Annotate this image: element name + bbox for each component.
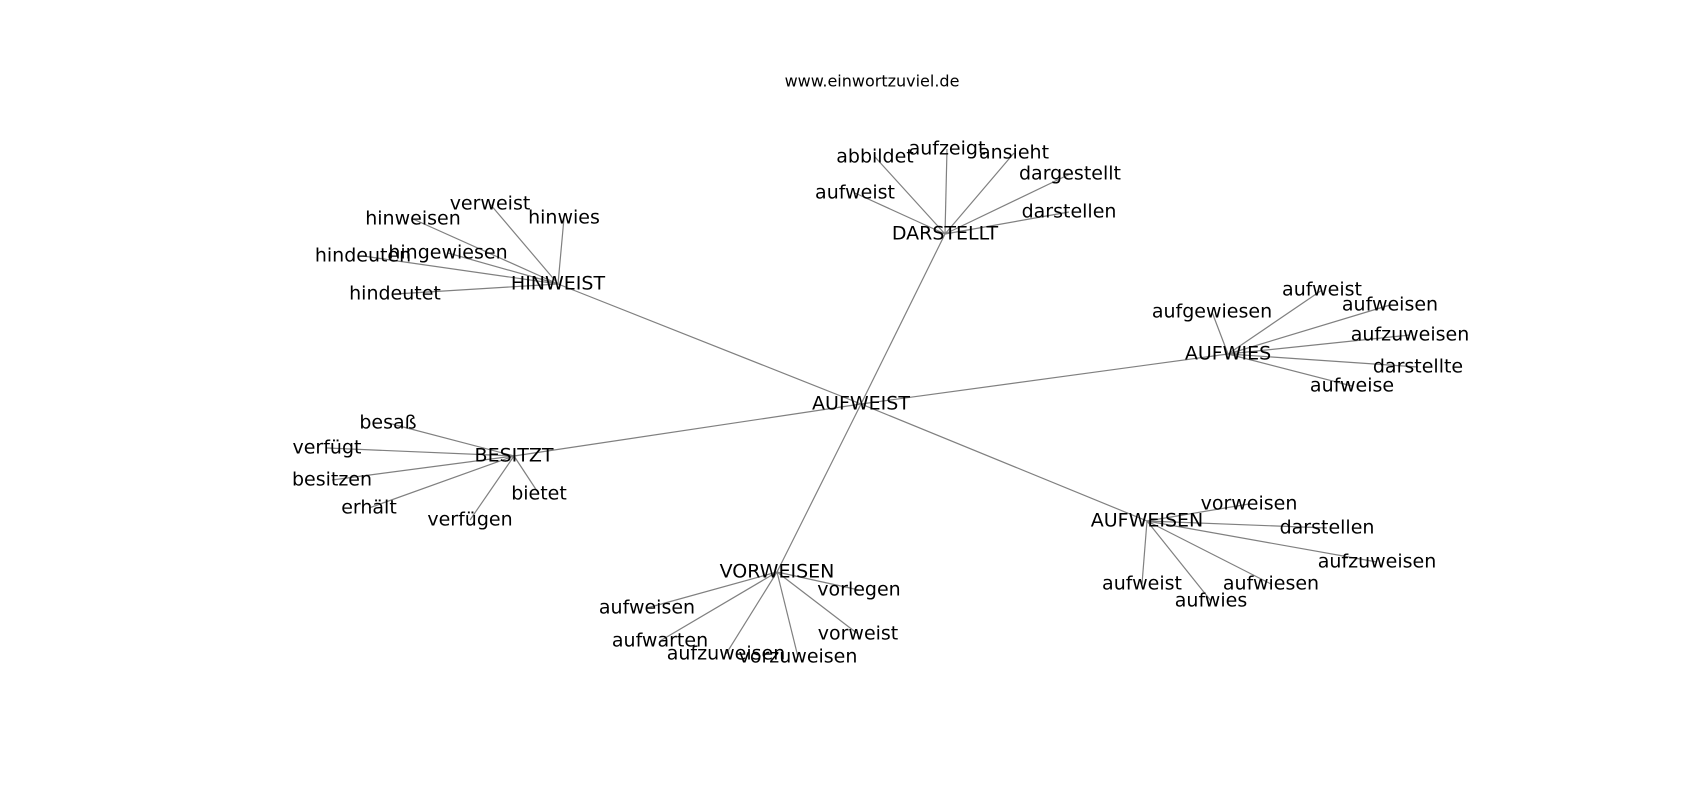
hub-to-leaf-edge [944,152,1015,235]
labels-layer: www.einwortzuviel.de AUFWEIST abbildetau… [292,72,1469,668]
hub-to-leaf-edge [1141,520,1148,585]
hub-to-leaf-edge [776,571,859,635]
leaf-node-label: aufweist [1102,573,1182,595]
center-to-hub-edge [860,403,1148,522]
hub-to-leaf-edge [331,455,515,481]
leaf-node-label: darstellte [1373,356,1463,378]
leaf-node-label: verweist [450,193,531,215]
leaf-node-label: aufweisen [1342,294,1438,316]
hub-to-leaf-edge [1227,353,1353,387]
leaf-node-label: darstellen [1022,201,1117,223]
hub-to-leaf-edge [659,571,778,642]
hub-to-leaf-edge [1146,520,1378,563]
hub-to-leaf-edge [874,156,946,235]
leaf-node-label: verfügen [427,509,512,531]
hub-to-leaf-edge [1227,334,1411,355]
hub-to-leaf-edge [1227,353,1419,368]
hub-node-label: DARSTELLT [892,223,999,245]
hub-to-leaf-edge [776,571,860,591]
center-to-hub-edge [860,353,1229,405]
leaf-node-label: aufzuweisen [1351,324,1470,346]
hub-node-label: AUFWEISEN [1091,510,1204,532]
center-to-hub-edge [860,233,946,405]
leaf-node-label: darstellen [1280,517,1375,539]
leaf-node-label: aufweist [815,182,895,204]
hub-to-leaf-edge [1211,311,1229,355]
leaf-node-label: dargestellt [1019,163,1121,185]
leaf-node-label: aufzuweisen [1318,551,1437,573]
edges-layer [326,148,1419,658]
hub-to-leaf-edge [469,455,515,521]
hub-to-leaf-edge [944,211,1070,235]
hub-to-leaf-edge [394,283,559,295]
leaf-node-label: hinwies [528,207,600,229]
hub-to-leaf-edge [1146,520,1212,602]
leaf-node-label: verfügt [293,437,362,459]
leaf-node-label: vorweist [818,623,899,645]
hub-to-leaf-edge [646,571,778,609]
leaf-node-label: erhält [341,497,397,519]
hub-to-leaf-edge [944,148,948,235]
hub-to-leaf-edge [326,447,515,457]
hub-to-leaf-edge [368,455,515,509]
hub-to-leaf-edge [1227,304,1391,355]
hub-to-leaf-edge [1146,520,1328,529]
leaf-node-label: besitzen [292,469,372,491]
hub-to-leaf-edge [1146,520,1272,585]
hub-to-leaf-edge [725,571,778,655]
hub-node-label: HINWEIST [511,273,606,295]
hub-to-leaf-edge [944,173,1071,235]
hub-to-leaf-edge [412,218,559,285]
hub-to-leaf-edge [362,255,559,285]
hub-to-leaf-edge [854,192,946,235]
leaf-node-label: vorzuweisen [739,646,858,668]
leaf-node-label: aufweise [1310,375,1394,397]
leaf-node-label: aufweisen [599,597,695,619]
leaf-node-label: bietet [511,483,567,505]
leaf-node-label: aufzeigt [909,138,986,160]
hub-to-leaf-edge [1227,289,1323,355]
leaf-node-label: aufwies [1175,590,1247,612]
hub-node-label: AUFWIES [1185,343,1271,365]
leaf-node-label: aufwarten [612,630,708,652]
center-node-label: AUFWEIST [812,393,910,415]
hub-node-label: BESITZT [475,445,554,467]
center-to-hub-edge [776,403,862,573]
leaf-node-label: vorweisen [1201,493,1298,515]
center-to-hub-edge [513,403,862,457]
hub-to-leaf-edge [557,217,565,285]
leaf-node-label: hingewiesen [388,242,507,264]
leaf-node-label: hinweisen [365,208,461,230]
site-caption: www.einwortzuviel.de [785,72,960,91]
hub-to-leaf-edge [513,455,540,495]
hub-to-leaf-edge [447,252,559,285]
hub-node-label: VORWEISEN [720,561,835,583]
leaf-node-label: aufgewiesen [1152,301,1272,323]
hub-to-leaf-edge [387,422,515,457]
leaf-node-label: abbildet [836,146,914,168]
center-to-hub-edge [557,283,862,405]
hub-to-leaf-edge [489,203,559,285]
hub-to-leaf-edge [1146,503,1250,522]
leaf-node-label: vorlegen [817,579,900,601]
leaf-node-label: ansieht [979,142,1049,164]
leaf-node-label: besaß [359,412,416,434]
leaf-node-label: hindeuten [315,245,411,267]
hub-to-leaf-edge [776,571,799,658]
leaf-node-label: aufweist [1282,279,1362,301]
leaf-node-label: aufwiesen [1223,573,1319,595]
leaf-node-label: hindeutet [349,283,441,305]
leaf-node-label: aufzuweisen [667,643,786,665]
